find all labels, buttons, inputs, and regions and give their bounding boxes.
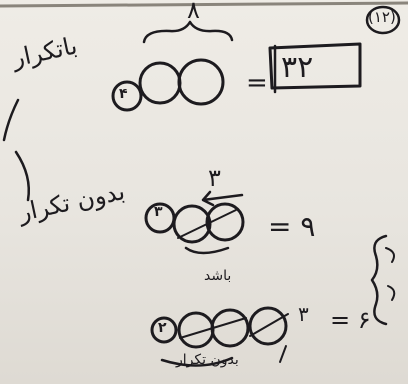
middle-strike-line <box>177 209 237 239</box>
middle-arrow <box>201 190 244 207</box>
connector-line-bottom <box>14 150 30 202</box>
bottom-strike-line-1 <box>179 317 247 339</box>
middle-circles-group <box>144 190 245 255</box>
bottom-equation: = ۶ <box>330 306 371 334</box>
bottom-strike-line-2 <box>249 313 289 337</box>
boxed-answer: ۳۲ <box>281 50 314 85</box>
middle-arrow-number: ۳ <box>208 164 221 192</box>
bottom-under-label: بدون تکرار <box>176 352 239 368</box>
bottom-circle-4 <box>248 306 288 346</box>
top-equals-sign: = <box>246 68 268 98</box>
middle-circled-digit: ۳ <box>154 204 163 220</box>
problem-number: (۱۲) <box>368 8 396 26</box>
bottom-under-brace <box>160 356 234 367</box>
bottom-circles-group <box>150 306 289 367</box>
bottom-superscript: ۳ <box>298 302 309 326</box>
top-circle-2 <box>138 61 182 105</box>
answer-box <box>268 42 362 90</box>
top-circle-1 <box>111 80 143 112</box>
page-edge <box>0 1 408 8</box>
middle-circle-2 <box>172 204 212 244</box>
middle-equation: = ۹ <box>268 210 316 243</box>
bottom-tick <box>279 345 287 363</box>
problem-number-circle <box>365 5 401 35</box>
top-brace-number: ۸ <box>187 0 200 24</box>
bottom-circle-3 <box>210 308 250 348</box>
right-curly-brace <box>370 234 388 326</box>
top-circled-digit: ۴ <box>119 86 128 102</box>
middle-circle-3 <box>205 202 245 242</box>
bottom-circle-1 <box>150 316 178 344</box>
top-circle-3 <box>177 58 225 106</box>
top-circles-group <box>111 20 234 112</box>
top-brace <box>142 20 234 44</box>
bottom-circled-digit: ۲ <box>158 320 167 336</box>
right-brace-mark-2 <box>387 285 396 301</box>
right-brace-mark-1 <box>385 247 395 263</box>
middle-under-label: باشد <box>204 268 232 284</box>
connector-line-top <box>2 98 20 142</box>
middle-under-brace <box>184 246 230 255</box>
